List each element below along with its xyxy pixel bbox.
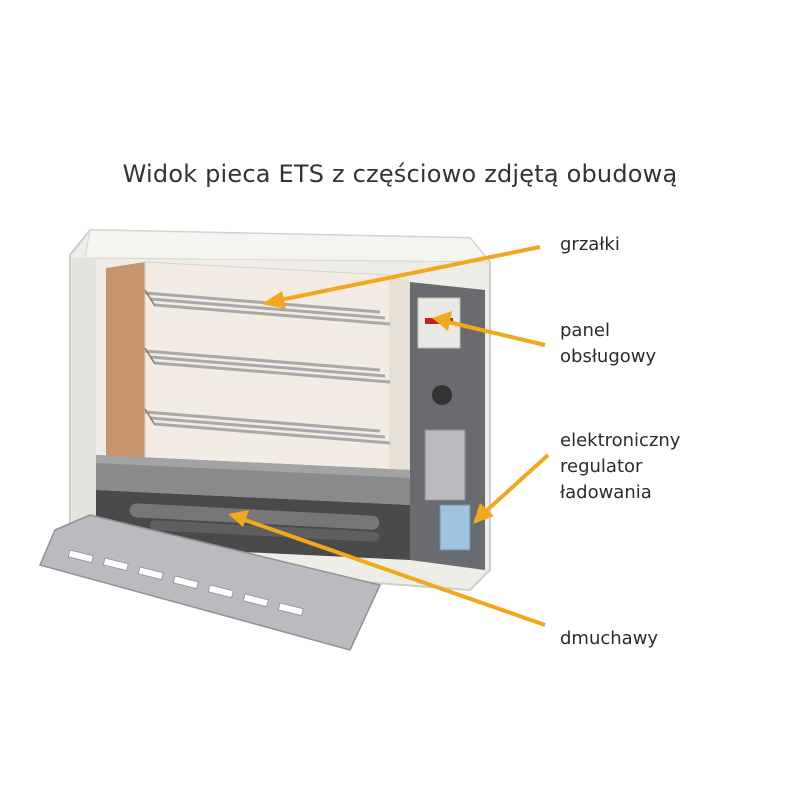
label-blowers-text: dmuchawy	[560, 628, 659, 649]
label-panel: panel obsługowy	[560, 318, 656, 370]
label-regulator-line2: regulator	[560, 456, 643, 477]
arrow-blowers	[244, 518, 546, 627]
front-grille	[38, 514, 382, 651]
callout-arrows	[228, 245, 550, 627]
arrow-panel	[447, 320, 546, 347]
label-panel-line1: panel	[560, 320, 610, 341]
label-heaters-text: grzałki	[560, 234, 620, 255]
arrow-heaters	[279, 245, 541, 302]
arrow-blowers-head	[228, 510, 249, 527]
label-regulator-line1: elektroniczny	[560, 430, 681, 451]
label-regulator: elektroniczny regulator ładowania	[560, 428, 680, 506]
arrow-heaters-head	[262, 291, 286, 309]
heating-elements	[144, 289, 391, 445]
diagram-title: Widok pieca ETS z częściowo zdjętą obudo…	[122, 160, 678, 188]
storage-core-base	[96, 455, 410, 505]
label-heaters: grzałki	[560, 232, 620, 258]
arrow-regulator	[483, 453, 550, 514]
label-panel-line2: obsługowy	[560, 346, 657, 367]
label-blowers: dmuchawy	[560, 626, 658, 652]
label-regulator-line3: ładowania	[560, 482, 652, 503]
arrow-regulator-head	[473, 503, 494, 524]
arrow-panel-head	[432, 311, 452, 331]
